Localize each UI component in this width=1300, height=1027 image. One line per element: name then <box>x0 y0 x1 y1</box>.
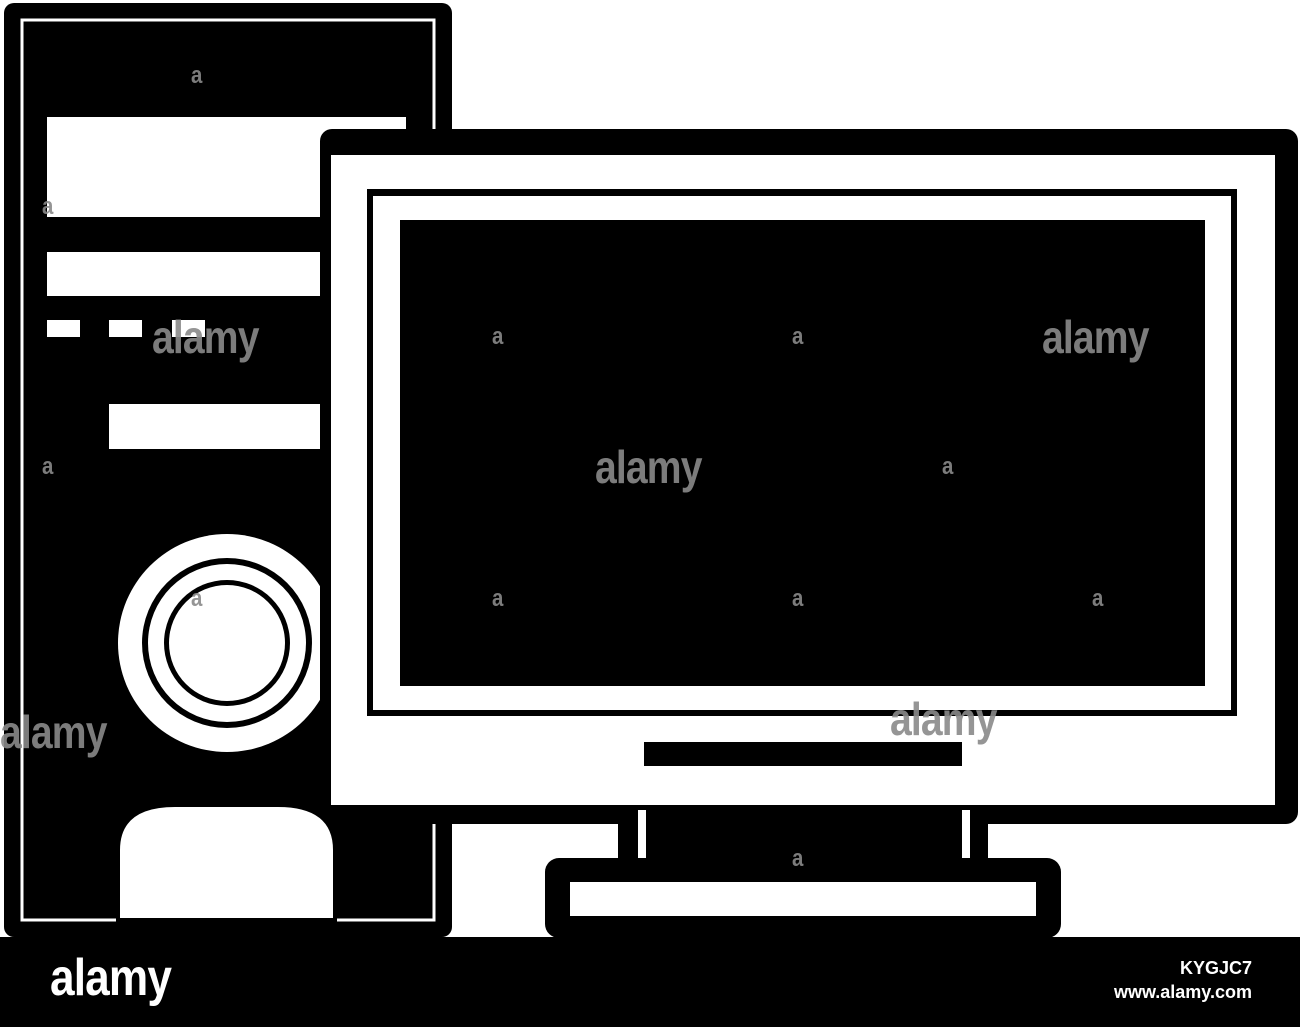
monitor <box>320 129 1298 824</box>
monitor-logo-bar <box>644 742 962 766</box>
site-url: www.alamy.com <box>1113 982 1252 1002</box>
footer-bar <box>0 937 1300 1027</box>
tower-fan <box>118 534 336 752</box>
indicator-light-3 <box>172 320 205 337</box>
tower-foot <box>116 803 337 922</box>
image-id: KYGJC7 <box>1179 958 1252 978</box>
drive-bay-2 <box>47 252 323 296</box>
footer-logo: alamy <box>50 949 172 1007</box>
monitor-screen <box>400 220 1205 686</box>
indicator-light-2 <box>109 320 142 337</box>
drive-bay-3 <box>109 404 323 449</box>
indicator-light-1 <box>47 320 80 337</box>
desktop-computer-illustration <box>4 3 1298 937</box>
monitor-stand <box>545 810 1061 937</box>
